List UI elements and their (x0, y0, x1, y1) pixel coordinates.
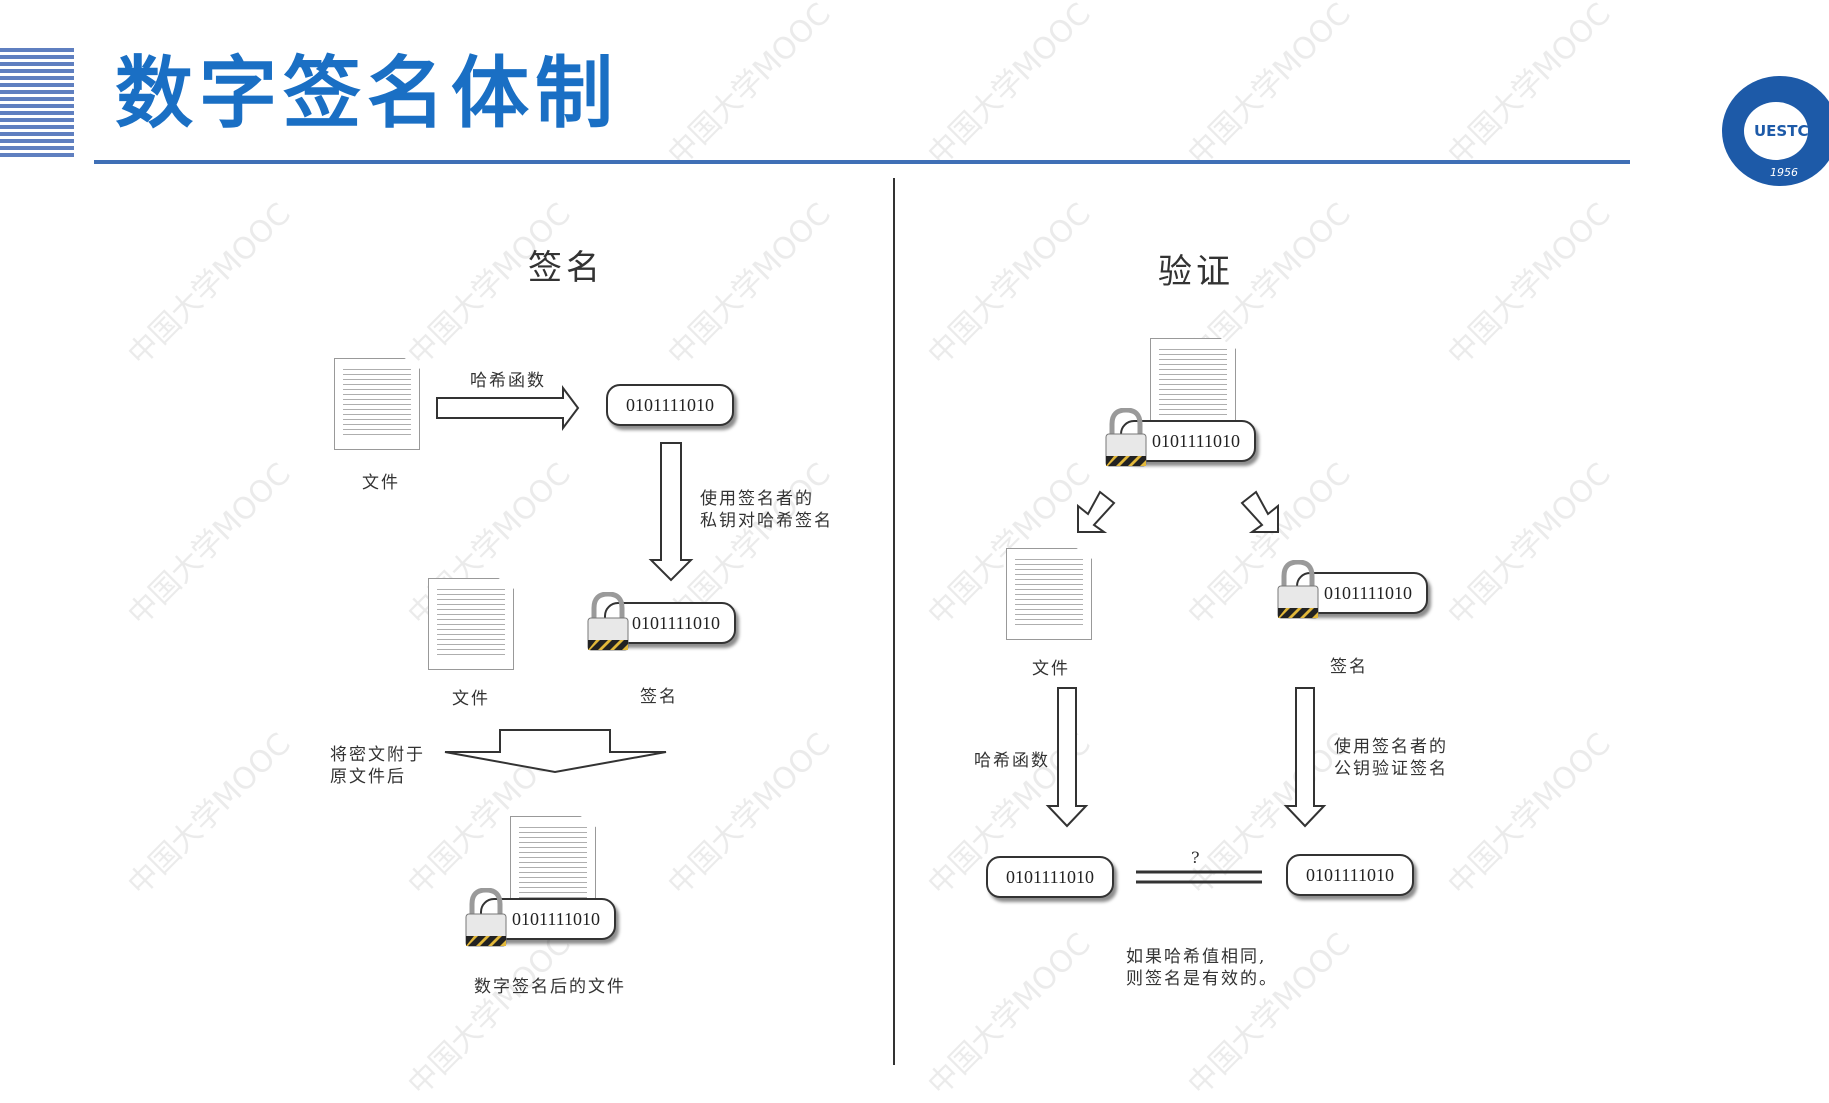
down-arrow-icon (1283, 687, 1327, 828)
compare-mark: ? (1191, 848, 1200, 867)
verify-hash-function-label: 哈希函数 (974, 751, 1050, 771)
down-right-arrow-icon (1240, 490, 1279, 533)
attach-label: 将密文附于 原文件后 (330, 744, 425, 788)
down-arrow-icon (1045, 687, 1089, 828)
private-key-label: 使用签名者的 私钥对哈希签名 (700, 488, 833, 532)
private-key-line-1: 使用签名者的 (700, 489, 814, 509)
university-logo: UESTC 1956 (1722, 76, 1829, 186)
logo-year: 1956 (1770, 166, 1798, 179)
doc-label: 文件 (362, 473, 400, 493)
hash-value-box: 0101111010 (606, 384, 734, 426)
result-label: 如果哈希值相同, 则签名是有效的。 (1126, 946, 1278, 990)
public-key-line-2: 公钥验证签名 (1334, 759, 1448, 779)
verify-panel-title: 验证 (1158, 252, 1234, 292)
document-icon (334, 358, 420, 450)
title-underline (94, 160, 1630, 164)
hash-function-label: 哈希函数 (470, 371, 546, 391)
diagram-arrows (436, 385, 1327, 884)
down-arrow-icon (648, 442, 694, 582)
document-icon (1150, 338, 1236, 430)
verify-doc-label: 文件 (1032, 659, 1070, 679)
logo-text: UESTC (1754, 122, 1809, 140)
attach-line-1: 将密文附于 (330, 745, 425, 765)
down-left-arrow-icon (1077, 490, 1116, 533)
final-label: 数字签名后的文件 (474, 977, 626, 997)
logo-emblem: UESTC (1744, 102, 1808, 160)
document-icon (428, 578, 514, 670)
lock-icon (587, 592, 629, 651)
lock-icon (1277, 560, 1319, 619)
verify-signature-label: 签名 (1330, 657, 1368, 677)
lock-icon (1105, 408, 1147, 467)
document-icon (510, 816, 596, 910)
result-line-1: 如果哈希值相同, (1126, 947, 1267, 967)
attach-line-2: 原文件后 (330, 767, 406, 787)
sign-panel-title: 签名 (528, 248, 604, 288)
public-key-line-1: 使用签名者的 (1334, 737, 1448, 757)
lock-icon (465, 888, 507, 947)
panel-divider (893, 178, 895, 1065)
wide-down-arrow-icon (444, 729, 667, 774)
right-arrow-icon (436, 385, 580, 431)
public-key-label: 使用签名者的 公钥验证签名 (1334, 736, 1448, 780)
page-title: 数字签名体制 (115, 49, 620, 139)
left-hash-box: 0101111010 (986, 856, 1114, 898)
doc-label-2: 文件 (452, 689, 490, 709)
private-key-line-2: 私钥对哈希签名 (700, 511, 833, 531)
header-stripes (0, 48, 74, 158)
document-icon (1006, 548, 1092, 640)
result-line-2: 则签名是有效的。 (1126, 969, 1278, 989)
right-hash-box: 0101111010 (1286, 854, 1414, 896)
signature-label: 签名 (640, 687, 678, 707)
